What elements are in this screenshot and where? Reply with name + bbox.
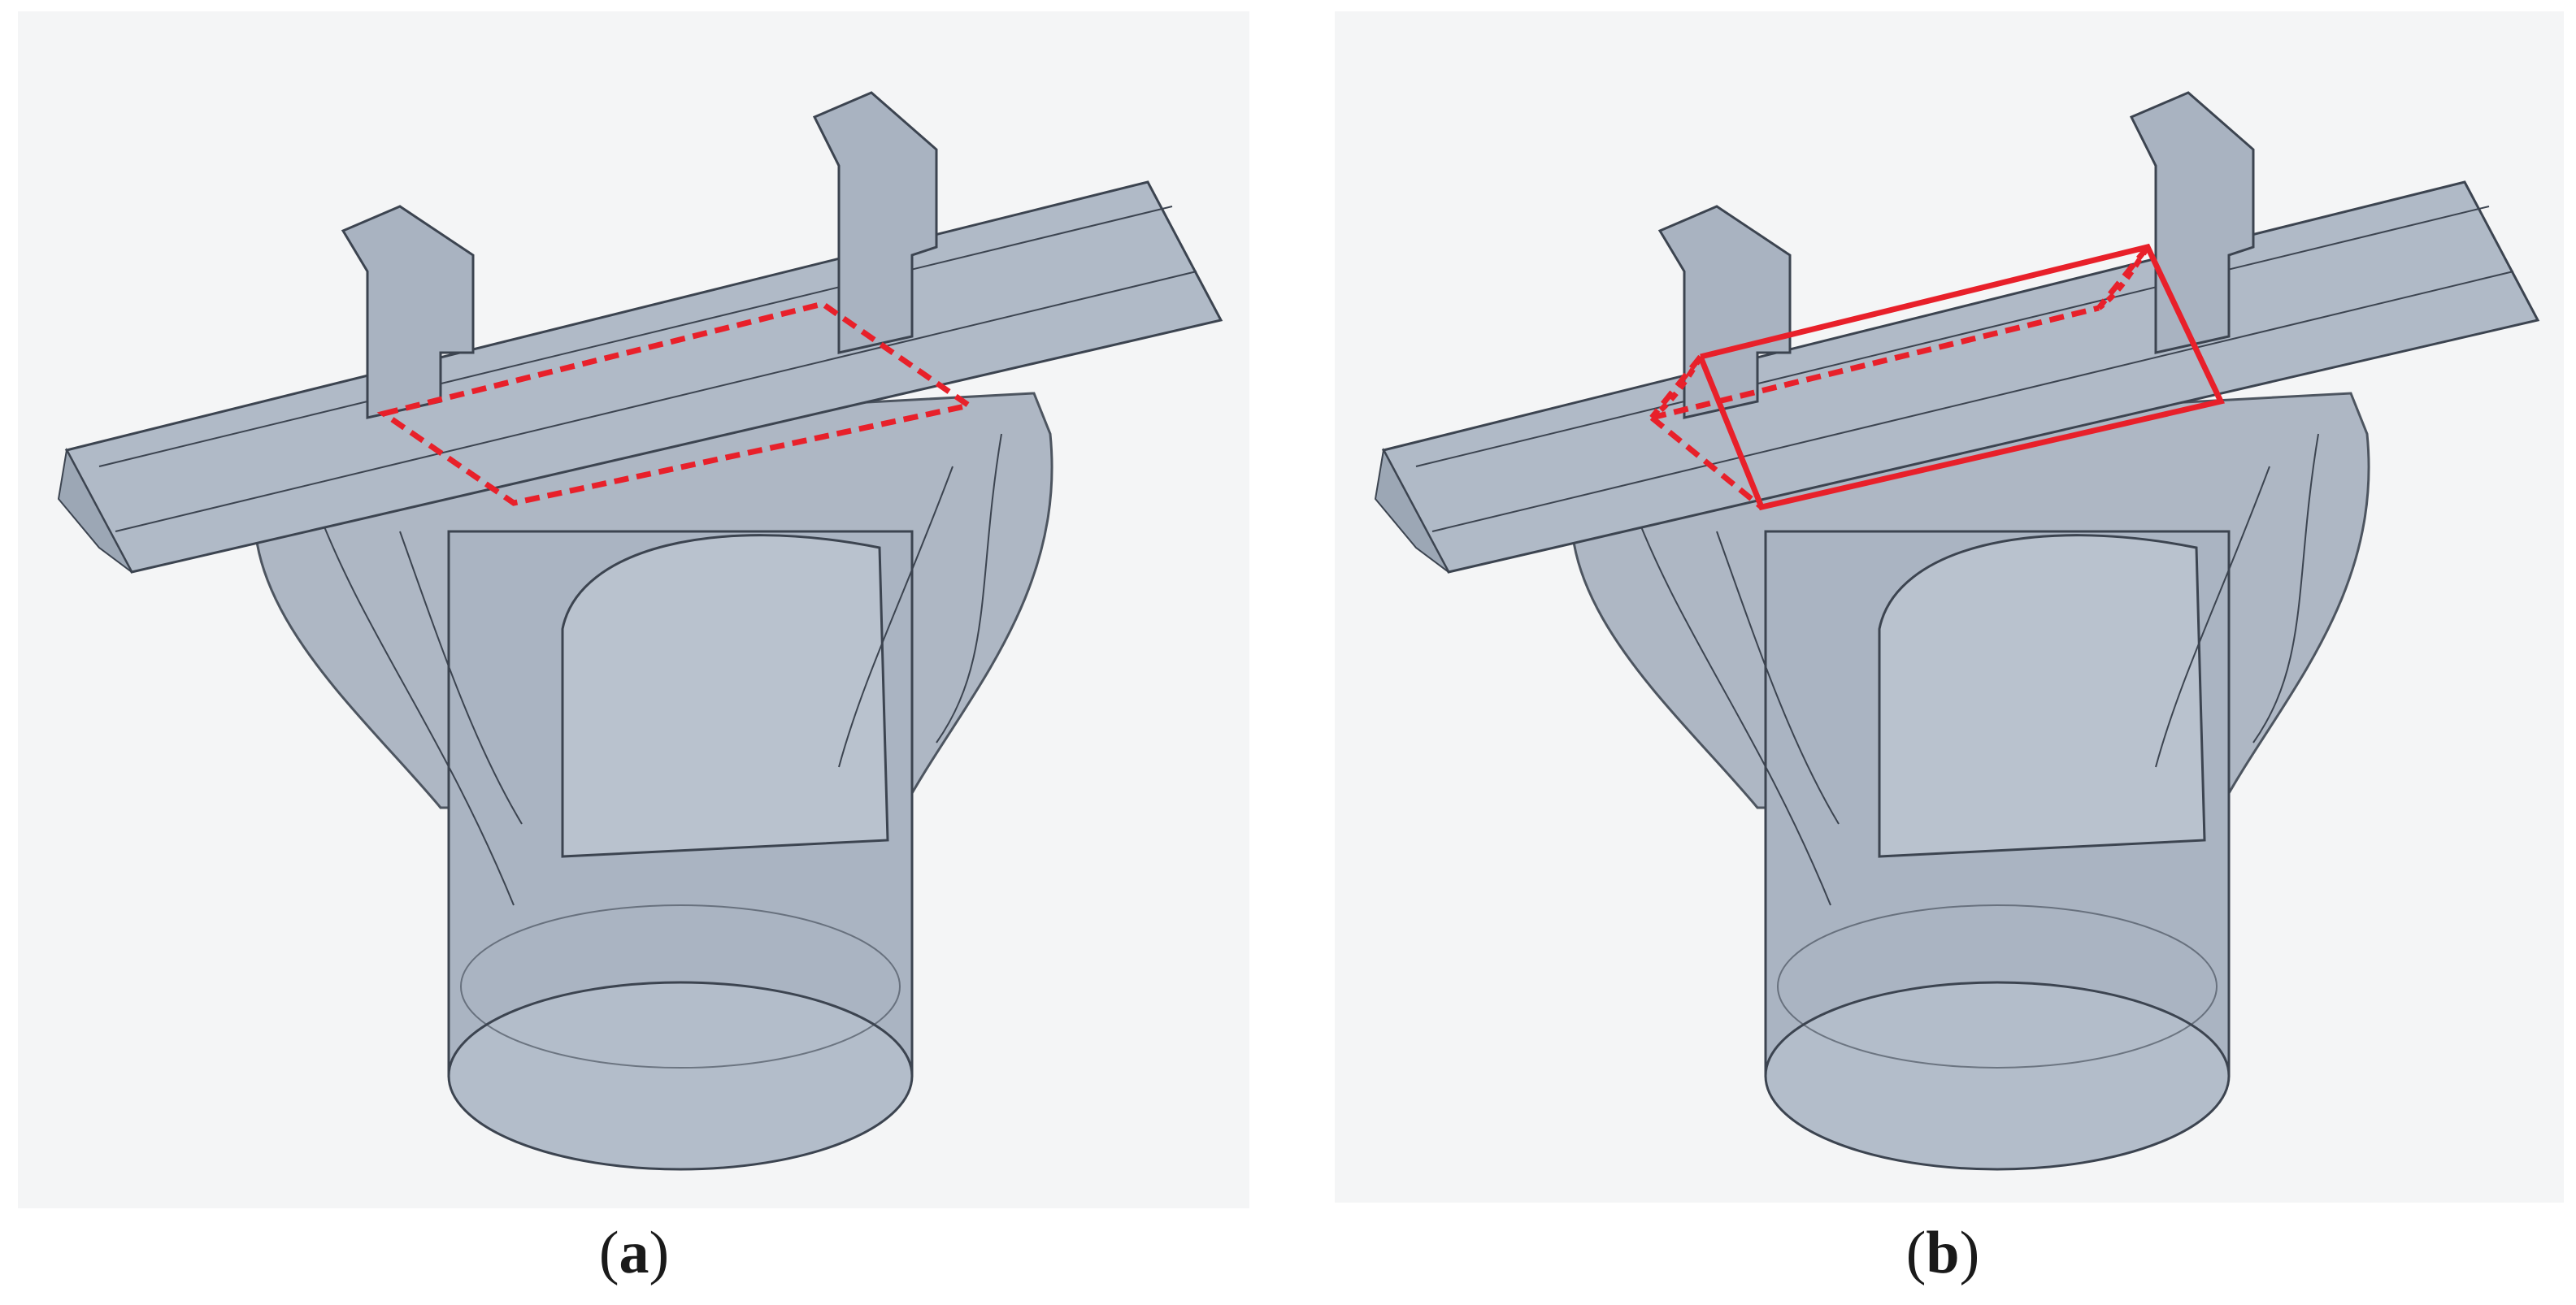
right-hook bbox=[2129, 91, 2255, 354]
model-render-a bbox=[57, 91, 1223, 1171]
cylinder-bottom bbox=[447, 981, 914, 1171]
cylinder-top-ellipse bbox=[460, 904, 901, 1069]
bore-top bbox=[561, 534, 889, 858]
bore-top bbox=[1878, 534, 2206, 858]
left-hook bbox=[341, 205, 475, 419]
caption-b: (b) bbox=[1905, 1220, 1980, 1286]
panel-b bbox=[1335, 11, 2564, 1203]
cad-body-b bbox=[1374, 91, 2540, 1171]
caption-a: (a) bbox=[598, 1220, 670, 1286]
caption-b-label: b bbox=[1926, 1220, 1960, 1286]
right-hook bbox=[812, 91, 938, 354]
highlight-region-a bbox=[376, 301, 976, 506]
panel-a bbox=[18, 11, 1249, 1208]
caption-a-label: a bbox=[619, 1220, 649, 1286]
highlight-region-b bbox=[1649, 243, 2226, 511]
cad-body-a bbox=[57, 91, 1223, 1171]
cylinder-bottom bbox=[1764, 981, 2231, 1171]
model-render-b bbox=[1374, 91, 2540, 1171]
